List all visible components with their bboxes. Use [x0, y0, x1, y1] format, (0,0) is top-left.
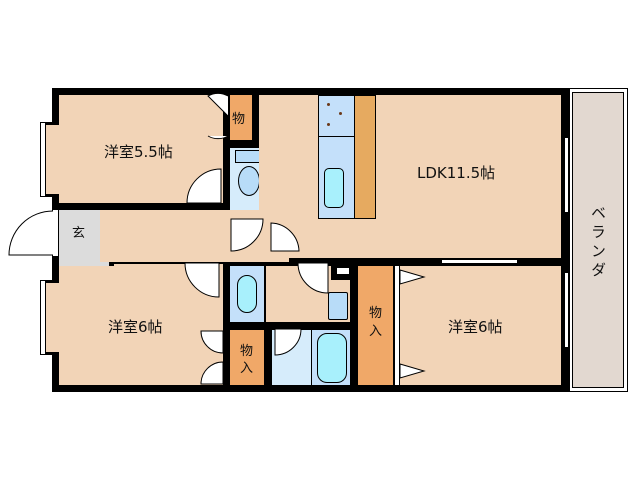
western-room-3 [400, 266, 561, 385]
door-room2-icon[interactable] [184, 262, 220, 298]
storage-top [230, 95, 252, 140]
storage-right-label: 物入 [369, 306, 383, 339]
window-frame [46, 122, 59, 197]
storage-right [358, 266, 393, 385]
window-frame [46, 280, 59, 355]
door-room1-icon[interactable] [186, 168, 222, 204]
ldk-room-lower [289, 220, 561, 258]
window-left-bottom [40, 280, 46, 355]
entrance [59, 210, 100, 272]
burner-icon [339, 112, 342, 115]
sliding-door-arrow-icon [399, 269, 426, 285]
storage-top-label: 物 [232, 112, 246, 127]
western-room-3-label: 洋室6帖 [448, 318, 503, 336]
storage-mid [230, 330, 264, 385]
kitchen-stove [318, 95, 355, 137]
door-washroom-icon[interactable] [297, 262, 329, 294]
burner-icon [327, 123, 330, 126]
balcony-floor [572, 92, 624, 388]
storage-top-door-icon[interactable] [207, 92, 229, 140]
balcony-label: ベランダ [589, 205, 607, 281]
burner-icon [327, 103, 330, 106]
door-toilet-icon[interactable] [230, 218, 264, 252]
storage-mid-door-icon[interactable] [200, 330, 224, 385]
entrance-door-icon[interactable] [8, 210, 54, 256]
western-room-2-top [114, 264, 223, 274]
sink-icon [324, 168, 344, 208]
kitchen-counter [354, 95, 376, 219]
western-room-2-label: 洋室6帖 [108, 318, 163, 336]
ldk-label: LDK11.5帖 [417, 164, 496, 182]
toilet-bowl-icon [238, 166, 260, 196]
door-bath-icon[interactable] [274, 328, 302, 356]
washbasin-icon [237, 275, 257, 313]
window-left-top [40, 122, 46, 197]
sliding-door-arrow-icon [399, 363, 426, 379]
bathtub-icon [317, 333, 347, 383]
entrance-label: 玄 [72, 226, 86, 241]
wall-notch [337, 268, 349, 274]
window-ldk-room3 [441, 259, 518, 264]
window-room3-balcony [564, 272, 569, 348]
window-ldk-balcony [564, 137, 569, 213]
storage-sliding-door[interactable] [394, 266, 400, 385]
western-room-1-label: 洋室5.5帖 [104, 143, 173, 161]
storage-mid-label: 物入 [240, 344, 254, 376]
door-ldk-icon[interactable] [270, 222, 300, 252]
washing-machine-icon [328, 292, 348, 320]
